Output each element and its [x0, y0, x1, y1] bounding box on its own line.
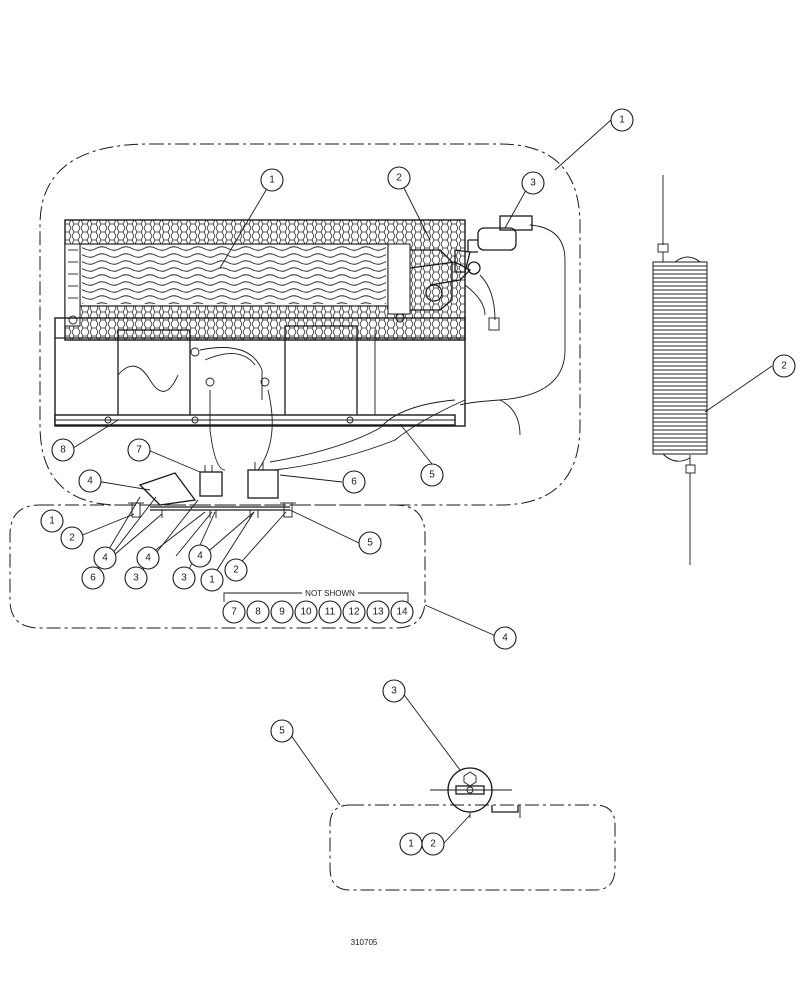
- svg-text:3: 3: [133, 573, 139, 584]
- relay-assembly: [128, 462, 296, 518]
- callout-detail-4c: 4: [188, 544, 212, 568]
- svg-text:3: 3: [530, 178, 536, 189]
- svg-text:6: 6: [351, 477, 357, 488]
- svg-text:8: 8: [255, 607, 261, 618]
- callout-clamp-1: 1: [399, 832, 423, 856]
- clamp-detail: [329, 767, 616, 891]
- not-shown-item: 7: [222, 600, 246, 624]
- svg-text:7: 7: [231, 607, 237, 618]
- callout-main-assembly: 1: [610, 108, 634, 132]
- callout-8: 8: [51, 438, 75, 462]
- callout-coil: 2: [772, 354, 796, 378]
- callout-detail-6: 6: [81, 566, 105, 590]
- callout-valve: 2: [387, 166, 411, 190]
- svg-text:4: 4: [197, 551, 203, 562]
- callout-clamp-2: 2: [421, 832, 445, 856]
- svg-text:4: 4: [145, 553, 151, 564]
- callout-detail-4a: 4: [93, 546, 117, 570]
- svg-text:2: 2: [430, 839, 436, 850]
- heater-core: [64, 219, 472, 341]
- callout-detail-4b: 4: [136, 546, 160, 570]
- drawing-number: 310705: [351, 938, 378, 947]
- svg-text:14: 14: [396, 607, 408, 618]
- svg-text:9: 9: [279, 607, 285, 618]
- not-shown-label: NOT SHOWN: [305, 589, 355, 598]
- svg-text:12: 12: [348, 607, 360, 618]
- svg-text:5: 5: [429, 470, 435, 481]
- callout-7: 7: [127, 438, 151, 462]
- callout-4: 4: [78, 469, 102, 493]
- svg-text:2: 2: [233, 565, 239, 576]
- svg-text:4: 4: [502, 633, 508, 644]
- svg-text:4: 4: [102, 553, 108, 564]
- svg-text:2: 2: [396, 173, 402, 184]
- control-valve: [454, 215, 566, 436]
- not-shown-item: 8: [246, 600, 270, 624]
- callout-5: 5: [420, 463, 444, 487]
- svg-text:7: 7: [136, 445, 142, 456]
- svg-text:1: 1: [408, 839, 414, 850]
- svg-text:8: 8: [60, 445, 66, 456]
- svg-text:6: 6: [90, 573, 96, 584]
- svg-text:3: 3: [181, 573, 187, 584]
- callout-clamp-group: 5: [270, 719, 294, 743]
- svg-text:10: 10: [300, 607, 312, 618]
- callout-detail-3b: 3: [172, 566, 196, 590]
- svg-text:1: 1: [619, 115, 625, 126]
- callout-detail-5: 5: [358, 531, 382, 555]
- not-shown-item: 11: [318, 600, 342, 624]
- callout-6: 6: [342, 470, 366, 494]
- not-shown-item: 10: [294, 600, 318, 624]
- not-shown-item: 13: [366, 600, 390, 624]
- svg-text:1: 1: [49, 516, 55, 527]
- callout-detail-2: 2: [60, 526, 84, 550]
- callout-detail-3a: 3: [124, 566, 148, 590]
- svg-text:5: 5: [279, 726, 285, 737]
- svg-text:2: 2: [69, 533, 75, 544]
- not-shown-bracket: [223, 592, 409, 602]
- callout-valve-bracket: 3: [521, 171, 545, 195]
- heater-housing: [54, 317, 466, 471]
- svg-text:1: 1: [209, 575, 215, 586]
- svg-text:3: 3: [391, 686, 397, 697]
- heater-coil: [652, 175, 708, 565]
- leader-lines: [69, 119, 773, 844]
- svg-text:13: 13: [372, 607, 384, 618]
- svg-text:2: 2: [781, 361, 787, 372]
- callout-detail-1: 1: [40, 509, 64, 533]
- callout-detail-2b: 2: [224, 558, 248, 582]
- not-shown-item: 14: [390, 600, 414, 624]
- callout-heater-core: 1: [260, 168, 284, 192]
- bracket-detail-boundary: [9, 504, 426, 629]
- callout-detail-1b: 1: [200, 568, 224, 592]
- svg-text:5: 5: [367, 538, 373, 549]
- not-shown-item: 12: [342, 600, 366, 624]
- svg-text:1: 1: [269, 175, 275, 186]
- svg-text:11: 11: [325, 607, 336, 618]
- svg-text:4: 4: [87, 476, 93, 487]
- callout-clamp-3: 3: [382, 679, 406, 703]
- not-shown-item: 9: [270, 600, 294, 624]
- callout-bracket-group: 4: [493, 626, 517, 650]
